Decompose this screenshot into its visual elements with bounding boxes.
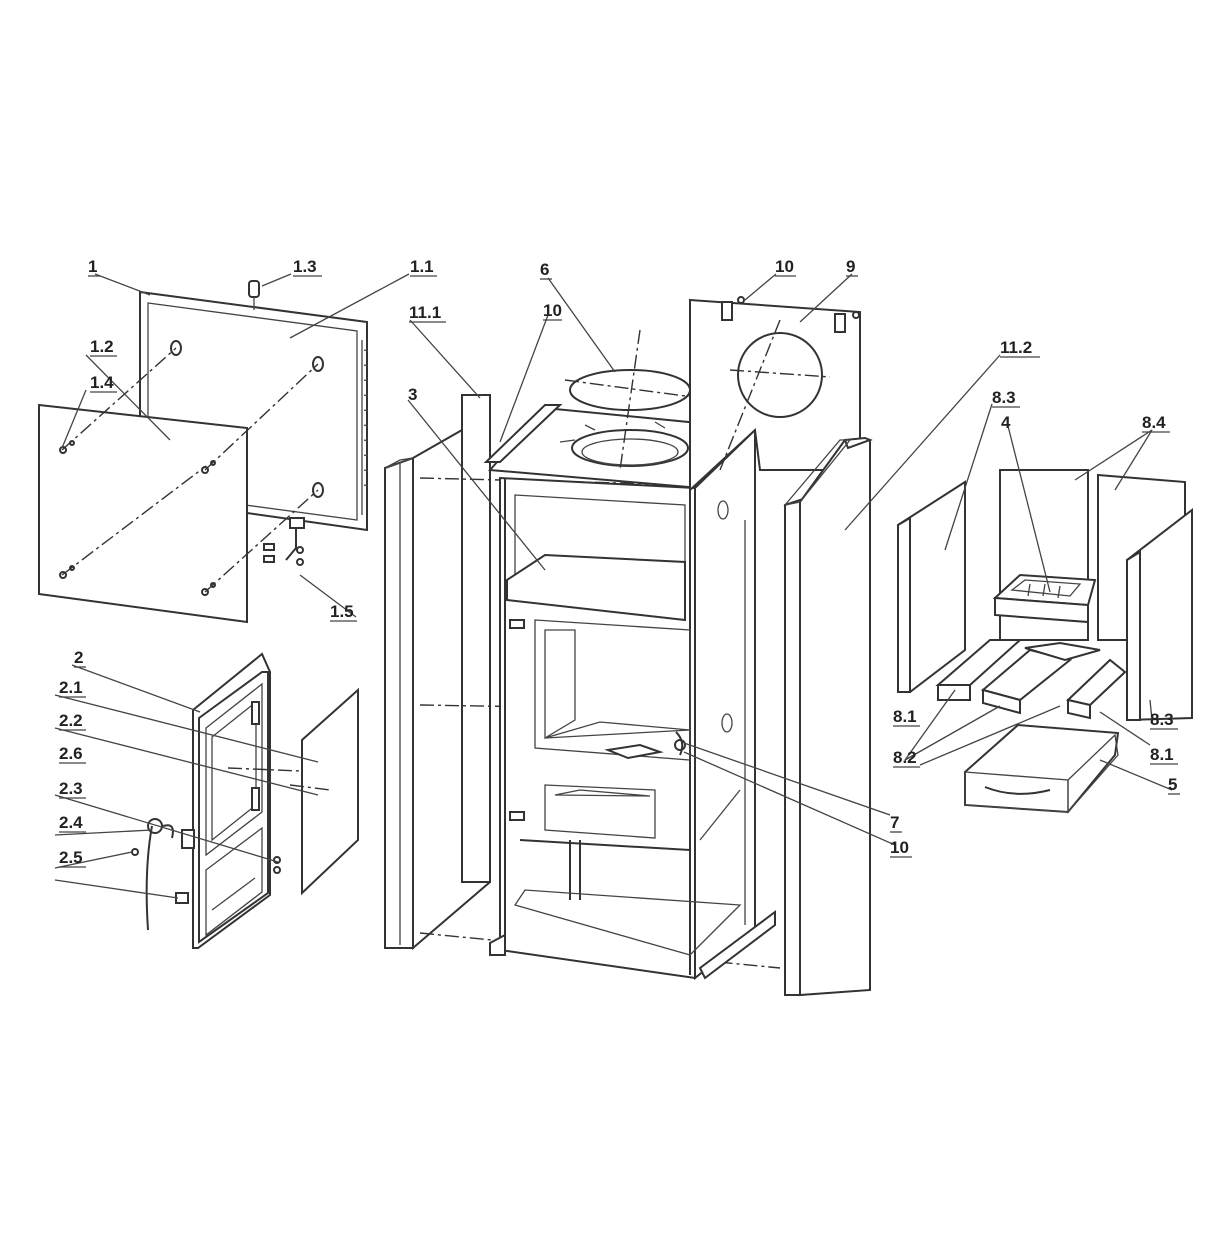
part-5-ash-pan [964, 723, 1120, 814]
label-8-4: 8.4 [1142, 413, 1166, 432]
label-2-5: 2.5 [59, 848, 83, 867]
label-3: 3 [408, 385, 417, 404]
label-2: 2 [74, 648, 83, 667]
label-11-2: 11.2 [1000, 338, 1032, 357]
label-5: 5 [1168, 775, 1177, 794]
label-10-top-right: 10 [775, 257, 794, 276]
label-1-2: 1.2 [90, 337, 114, 356]
part-11-2-right-panel [783, 436, 873, 997]
leader-lines [54, 273, 1173, 899]
label-underlines [59, 275, 1180, 868]
part-8-liners [897, 469, 1193, 722]
label-8-2: 8.2 [893, 748, 917, 767]
label-2-6: 2.6 [59, 744, 83, 763]
label-2-2: 2.2 [59, 711, 83, 730]
label-8-3-right: 8.3 [1150, 710, 1174, 729]
label-8-3-left: 8.3 [992, 388, 1016, 407]
part-4-grate [992, 573, 1097, 624]
label-1-1: 1.1 [410, 257, 434, 276]
part-1-top-cover [38, 280, 369, 624]
label-1-3: 1.3 [293, 257, 317, 276]
label-11-1: 11.1 [409, 303, 441, 322]
label-2-3: 2.3 [59, 779, 83, 798]
label-1-4: 1.4 [90, 373, 114, 392]
label-6: 6 [540, 260, 549, 279]
label-4: 4 [1001, 413, 1011, 432]
part-11-1-left-panel [384, 394, 781, 969]
label-10-top-left: 10 [543, 301, 562, 320]
label-1: 1 [88, 257, 97, 276]
label-8-1-right: 8.1 [1150, 745, 1174, 764]
label-2-4: 2.4 [59, 813, 83, 832]
part-3-body [483, 404, 776, 981]
label-2-1: 2.1 [59, 678, 83, 697]
part-labels: 1 1.3 1.1 1.2 1.4 1.5 2 2.1 2.2 2.6 2.3 … [59, 257, 1177, 867]
label-7: 7 [890, 813, 899, 832]
label-9: 9 [846, 257, 855, 276]
part-2-door [131, 652, 359, 949]
part-9-back-panel [689, 296, 861, 493]
label-10-bottom: 10 [890, 838, 909, 857]
label-1-5: 1.5 [330, 602, 354, 621]
label-8-1-left: 8.1 [893, 707, 917, 726]
